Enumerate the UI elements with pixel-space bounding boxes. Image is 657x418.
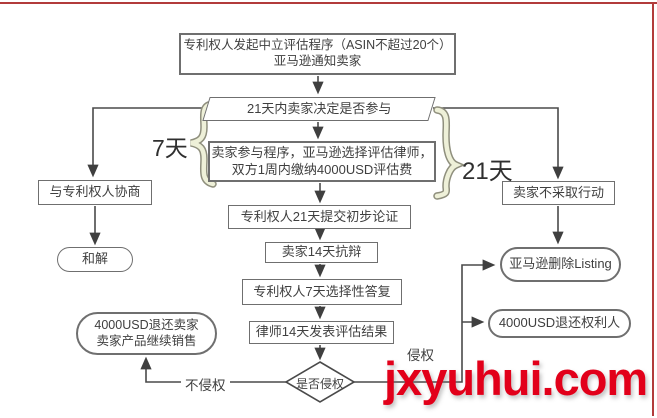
node-evaluation-result: 律师14天发表评估结果 <box>249 321 394 344</box>
node-no-action: 卖家不采取行动 <box>502 181 615 205</box>
arrow-decide-to-negotiate <box>87 107 207 178</box>
top-border-line <box>0 2 657 4</box>
node-refund-owner-label: 4000USD退还权利人 <box>498 315 621 331</box>
node-initial-argument-label: 专利权人21天提交初步论证 <box>240 208 399 224</box>
right-border-line <box>652 2 654 416</box>
node-optional-reply: 专利权人7天选择性答复 <box>242 279 402 305</box>
label-not-infringing: 不侵权 <box>181 374 230 394</box>
watermark-text: jxyuhui.com <box>384 352 648 405</box>
label-infringing: 侵权 <box>407 348 434 363</box>
arrow-infringing-to-delete-listing <box>354 259 496 383</box>
node-decide: 21天内卖家决定是否参与 <box>202 97 436 121</box>
arrow-decide-to-no-action <box>433 107 564 180</box>
node-refund-seller-line1: 4000USD退还卖家 <box>94 317 199 332</box>
node-negotiate: 与专利权人协商 <box>38 180 152 205</box>
node-delete-listing-label: 亚马逊删除Listing <box>509 256 612 272</box>
decision-diamond <box>284 361 356 403</box>
node-no-action-label: 卖家不采取行动 <box>512 184 604 200</box>
node-evaluation-result-label: 律师14天发表评估结果 <box>255 324 388 340</box>
node-defense: 卖家14天抗辩 <box>265 242 378 263</box>
node-settle-label: 和解 <box>81 251 108 267</box>
node-initiate: 专利权人发起中立评估程序（ASIN不超过20个） 亚马逊通知卖家 <box>179 33 456 75</box>
node-initial-argument: 专利权人21天提交初步论证 <box>228 205 411 229</box>
node-participate: 卖家参与程序，亚马逊选择评估律师， 双方1周内缴纳4000USD评估费 <box>208 141 436 182</box>
node-negotiate-label: 与专利权人协商 <box>49 184 141 200</box>
node-initiate-line1: 专利权人发起中立评估程序（ASIN不超过20个） <box>183 38 452 53</box>
node-defense-label: 卖家14天抗辩 <box>281 244 362 260</box>
node-optional-reply-label: 专利权人7天选择性答复 <box>253 283 391 299</box>
label-7-days: 7天 <box>152 135 188 161</box>
node-decide-label: 21天内卖家决定是否参与 <box>246 100 392 116</box>
node-settle: 和解 <box>57 247 133 272</box>
node-delete-listing: 亚马逊删除Listing <box>500 247 621 282</box>
arrow-not-infringing-to-refund-seller <box>140 356 286 383</box>
node-initiate-line2: 亚马逊通知卖家 <box>273 54 362 68</box>
node-participate-line2: 双方1周内缴纳4000USD评估费 <box>231 161 413 177</box>
label-21-days: 21天 <box>462 158 513 185</box>
node-refund-seller-line2: 卖家产品继续销售 <box>96 333 197 348</box>
right-brace <box>434 107 462 199</box>
node-refund-owner: 4000USD退还权利人 <box>488 309 631 338</box>
node-infringe-decision-label: 是否侵权 <box>295 377 344 391</box>
node-participate-line1: 卖家参与程序，亚马逊选择评估律师， <box>211 145 433 161</box>
node-refund-seller: 4000USD退还卖家 卖家产品继续销售 <box>76 312 217 355</box>
